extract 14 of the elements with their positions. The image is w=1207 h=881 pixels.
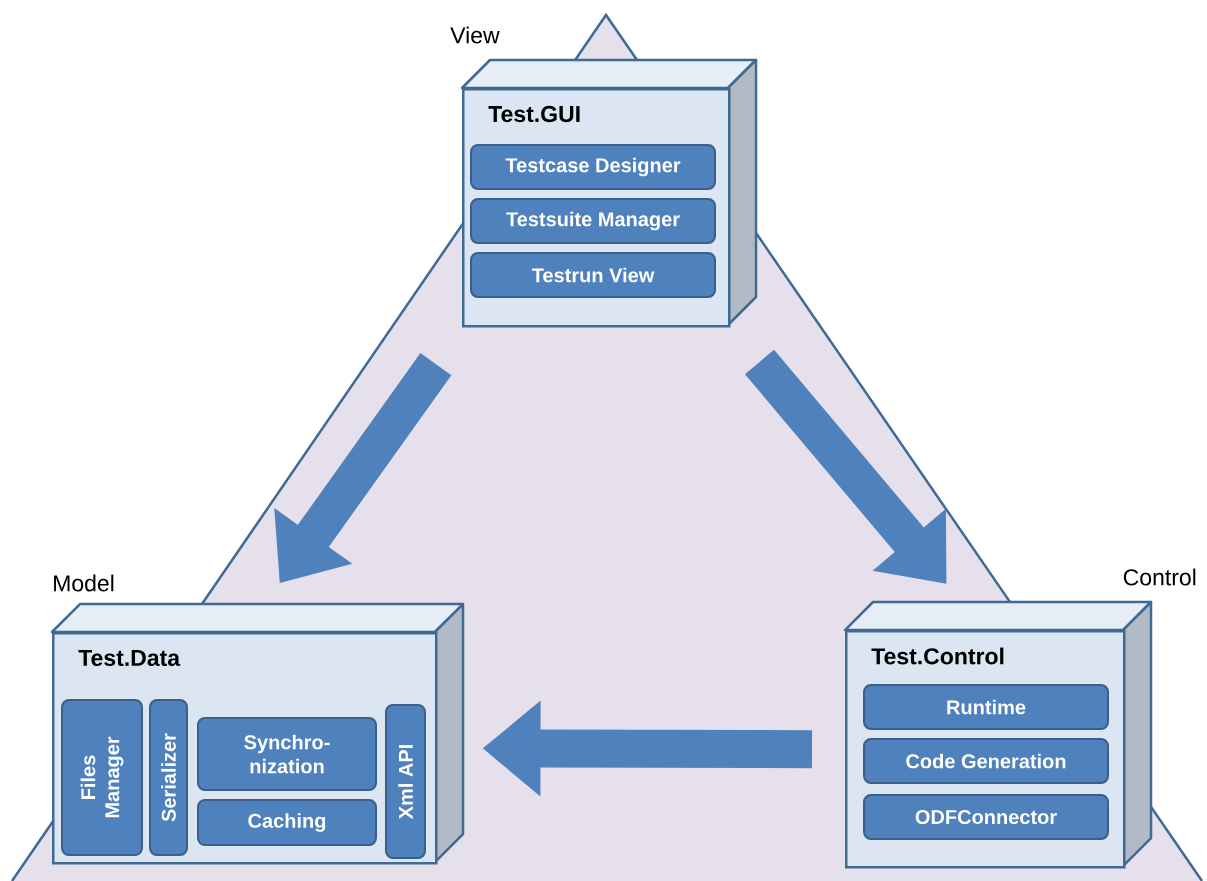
component-bar: Testrun View — [470, 252, 716, 298]
component-bar: Testcase Designer — [470, 144, 716, 190]
component-bar: Runtime — [863, 684, 1109, 730]
component-bar: ODFConnector — [863, 794, 1109, 840]
layer-label: Model — [54, 574, 114, 592]
component-bar: Caching — [197, 799, 377, 846]
component-bar: Xml API — [385, 704, 426, 859]
component-bar: Serializer — [149, 699, 188, 856]
component-bar: Testsuite Manager — [470, 198, 716, 244]
component-bar: Synchro- nization — [197, 717, 377, 791]
component-bar: Files Manager — [61, 699, 143, 856]
layer-label: View — [450, 26, 500, 44]
layer-label: Control — [1123, 568, 1196, 586]
component-bar: Code Generation — [863, 738, 1109, 784]
